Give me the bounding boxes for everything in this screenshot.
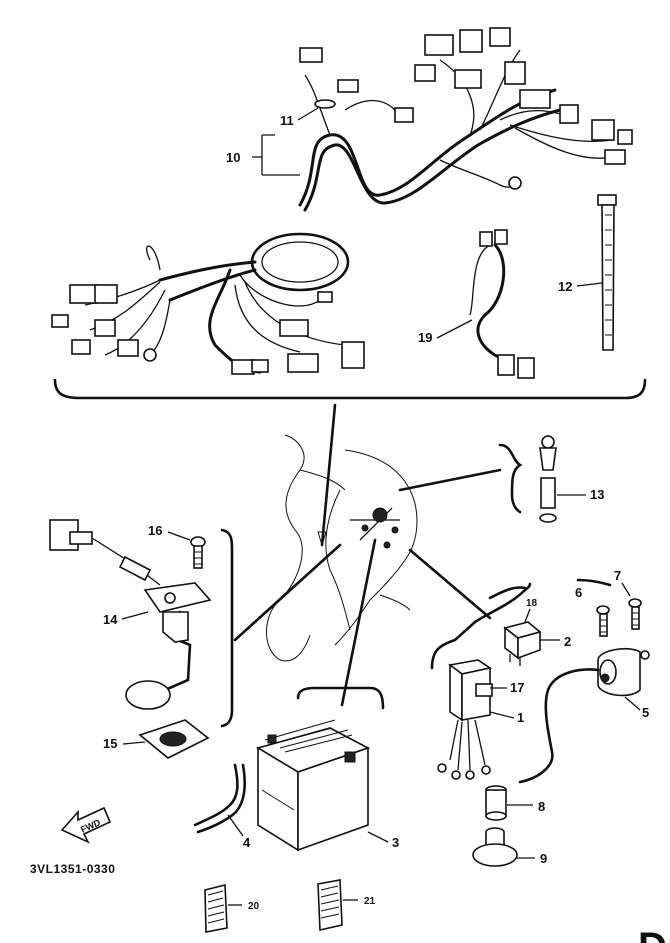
plug-seal-9 [472, 827, 518, 867]
label-15: 15 [103, 736, 117, 751]
callout-4: 4 [227, 814, 251, 850]
callout-12: 12 [558, 279, 603, 294]
screw-6 [596, 605, 610, 637]
callout-2: 2 [540, 634, 571, 649]
label-6: 6 [575, 585, 582, 600]
page-letter: D [638, 925, 667, 943]
callout-14: 14 [103, 611, 149, 627]
label-5: 5 [642, 705, 649, 720]
label-1: 1 [517, 710, 524, 725]
fuel-group-bracket [220, 528, 234, 728]
plug-cap-8 [485, 785, 507, 821]
label-7: 7 [614, 568, 621, 583]
wire-harness [51, 27, 633, 375]
cable-tie [597, 194, 617, 351]
ignition-coil-5 [597, 648, 650, 697]
label-16: 16 [148, 523, 162, 538]
frame-leaders [233, 403, 502, 707]
harness-group-bracket [53, 378, 647, 400]
battery-3 [255, 686, 385, 852]
plug-lead [518, 668, 600, 784]
screw-7 [628, 598, 642, 630]
drawing-code: 3VL1351-0330 [30, 862, 115, 876]
callout-18: 18 [524, 598, 538, 623]
callout-19: 19 [418, 319, 473, 345]
plate-21 [317, 879, 343, 931]
coil-group-bracket [576, 578, 612, 587]
callout-17: 17 [490, 680, 524, 695]
label-11: 11 [280, 113, 294, 128]
relay-group-bracket [488, 586, 527, 600]
callout-20: 20 [228, 901, 260, 912]
callout-15: 15 [103, 736, 146, 751]
callout-16: 16 [148, 523, 191, 541]
relay-2 [503, 621, 542, 666]
fuel-sender-14 [49, 519, 212, 710]
callout-8: 8 [507, 799, 545, 814]
callout-5: 5 [624, 696, 649, 720]
screw-16 [190, 536, 206, 569]
label-18: 18 [526, 598, 538, 609]
fwd-arrow: FWD [60, 806, 112, 844]
label-12: 12 [558, 279, 572, 294]
label-2: 2 [564, 634, 571, 649]
label-19: 19 [418, 330, 432, 345]
label-17: 17 [510, 680, 524, 695]
label-21: 21 [364, 896, 376, 907]
breather-pipe-4 [193, 763, 247, 834]
callout-3: 3 [367, 831, 399, 850]
plate-20 [204, 883, 228, 933]
gasket-15 [138, 719, 210, 759]
label-14: 14 [103, 612, 118, 627]
frame-silhouette [266, 434, 418, 662]
label-13: 13 [590, 487, 604, 502]
callout-21: 21 [343, 896, 376, 907]
callout-11: 11 [280, 107, 319, 128]
rectifier-1 [430, 582, 532, 780]
label-8: 8 [538, 799, 545, 814]
callout-13: 13 [557, 487, 604, 502]
callout-7: 7 [614, 568, 631, 597]
label-4: 4 [243, 835, 251, 850]
callout-9: 9 [517, 851, 547, 866]
label-20: 20 [248, 901, 260, 912]
label-9: 9 [540, 851, 547, 866]
label-10: 10 [226, 150, 240, 165]
callout-6: 6 [575, 585, 582, 600]
callout-10: 10 [226, 134, 300, 176]
callout-1: 1 [489, 710, 524, 725]
sub-lead [469, 229, 535, 379]
label-3: 3 [392, 835, 399, 850]
resistor-13 [498, 435, 557, 523]
